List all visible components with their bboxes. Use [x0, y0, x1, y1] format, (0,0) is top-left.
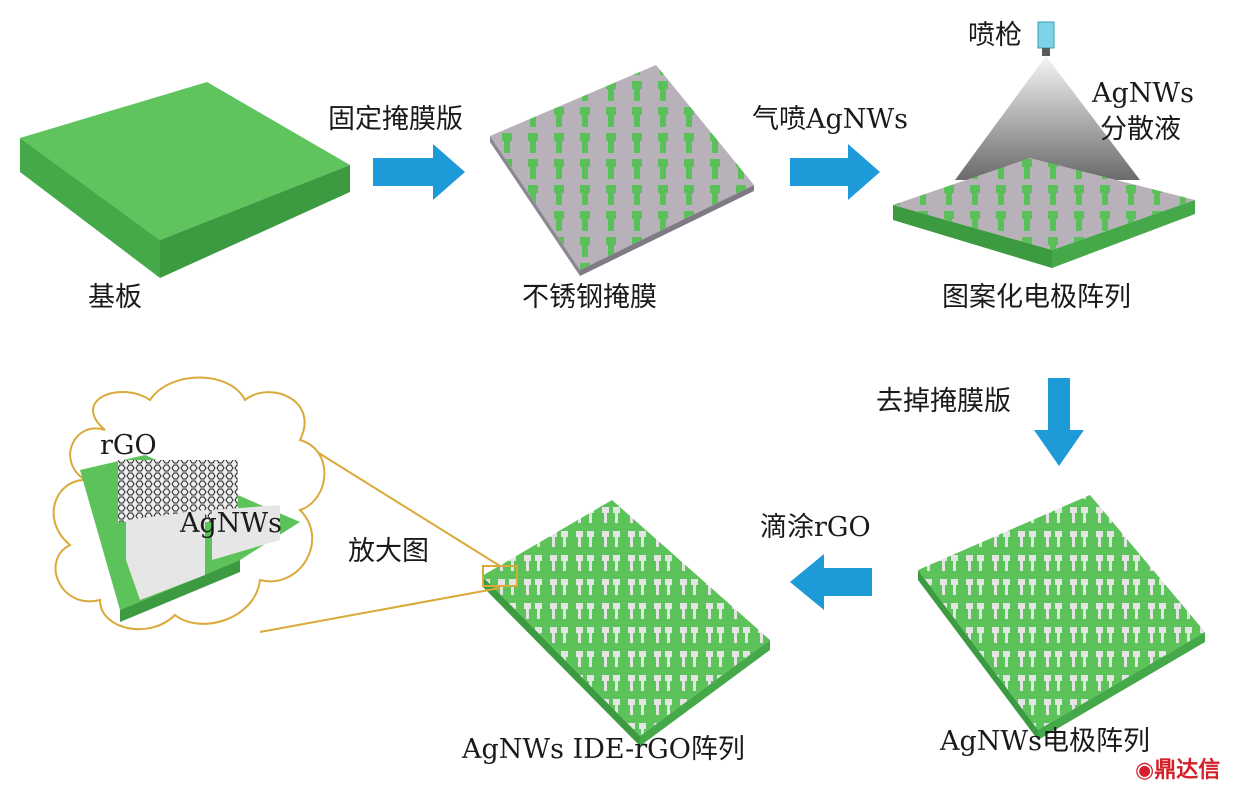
agnws-pad-left: [126, 510, 205, 600]
label-patterned-array: 图案化电极阵列: [942, 282, 1131, 313]
label-substrate: 基板: [88, 282, 142, 313]
label-spray-gun: 喷枪: [968, 20, 1022, 51]
label-steel-mask: 不锈钢掩膜: [522, 282, 657, 313]
steel-mask-plate: [490, 65, 754, 276]
label-ide-rgo-array: AgNWs IDE-rGO阵列: [462, 734, 745, 765]
agnws-pad-right: [212, 505, 280, 560]
substrate-block: [20, 82, 350, 278]
callout-line-top: [284, 431, 501, 567]
right-arrow-1: [373, 144, 465, 200]
agnws-electrode-array: [918, 495, 1205, 740]
right-arrow-2: [790, 144, 880, 200]
watermark-text: 鼎达信: [1154, 758, 1221, 783]
label-spray-agnws: 气喷AgNWs: [752, 104, 909, 135]
label-agnws-array: AgNWs电极阵列: [940, 726, 1151, 757]
label-drop-rgo: 滴涂rGO: [760, 512, 871, 543]
ide-rgo-array: [482, 500, 770, 746]
label-remove-mask: 去掉掩膜版: [876, 386, 1011, 417]
callout-line-bottom: [259, 587, 501, 633]
left-arrow: [790, 554, 872, 610]
spray-gun: [1037, 21, 1055, 56]
label-agnws: AgNWs: [180, 508, 283, 539]
zoomed-electrode: [80, 455, 300, 622]
label-zoom: 放大图: [348, 536, 429, 567]
patterned-electrode-plate: [893, 158, 1195, 268]
spray-cone: [955, 56, 1140, 180]
label-dispersion-1: AgNWs: [1092, 78, 1195, 109]
label-rgo: rGO: [100, 430, 157, 461]
label-dispersion-2: 分散液: [1100, 114, 1181, 145]
down-arrow: [1034, 378, 1084, 466]
watermark-logo: ◉鼎达信: [1135, 752, 1220, 784]
label-fix-mask: 固定掩膜版: [328, 104, 463, 135]
watermark-icon: ◉: [1135, 758, 1155, 783]
